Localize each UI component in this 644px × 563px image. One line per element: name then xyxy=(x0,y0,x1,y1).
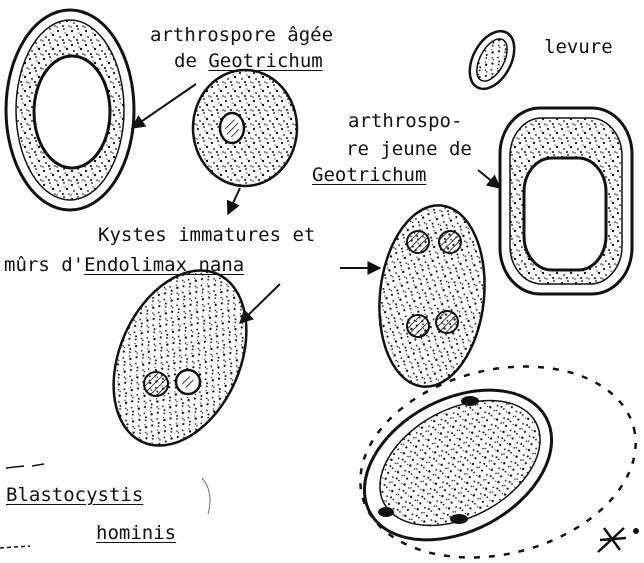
label-kystes-line1: Kystes immatures et xyxy=(98,224,315,246)
kyste-mur-oblong xyxy=(371,200,493,392)
label-blastocystis: Blastocystis xyxy=(6,484,143,506)
label-kystes-line2: mûrs d'Endolimax nana xyxy=(4,254,244,276)
label-geotrichum-genus-2: Geotrichum xyxy=(312,164,426,186)
label-geotrichum-genus-1: Geotrichum xyxy=(208,50,322,72)
blastocystis-cell xyxy=(339,339,644,563)
label-levure: levure xyxy=(544,36,613,58)
corner-mark xyxy=(598,528,639,552)
kyste-rond xyxy=(193,70,297,186)
kyste-ovale xyxy=(88,250,272,467)
label-arthrospore-agee-line1: arthrospore âgée xyxy=(150,24,333,46)
label-arthrospore-agee-line2: de Geotrichum xyxy=(174,50,323,72)
label-arthrospore-jeune-line1: arthrospo- xyxy=(348,110,462,132)
levure-cell xyxy=(461,24,524,97)
label-kystes-prefix: mûrs d' xyxy=(4,254,84,276)
label-arthrospore-jeune-line2: re jeune de xyxy=(346,138,472,160)
label-hominis: hominis xyxy=(96,522,176,544)
label-arthrospore-agee-prefix: de xyxy=(174,50,208,72)
arthrospore-agee-cell xyxy=(6,10,134,210)
arthrospore-jeune-cell xyxy=(500,108,632,294)
label-endolimax-nana: Endolimax nana xyxy=(84,254,244,276)
